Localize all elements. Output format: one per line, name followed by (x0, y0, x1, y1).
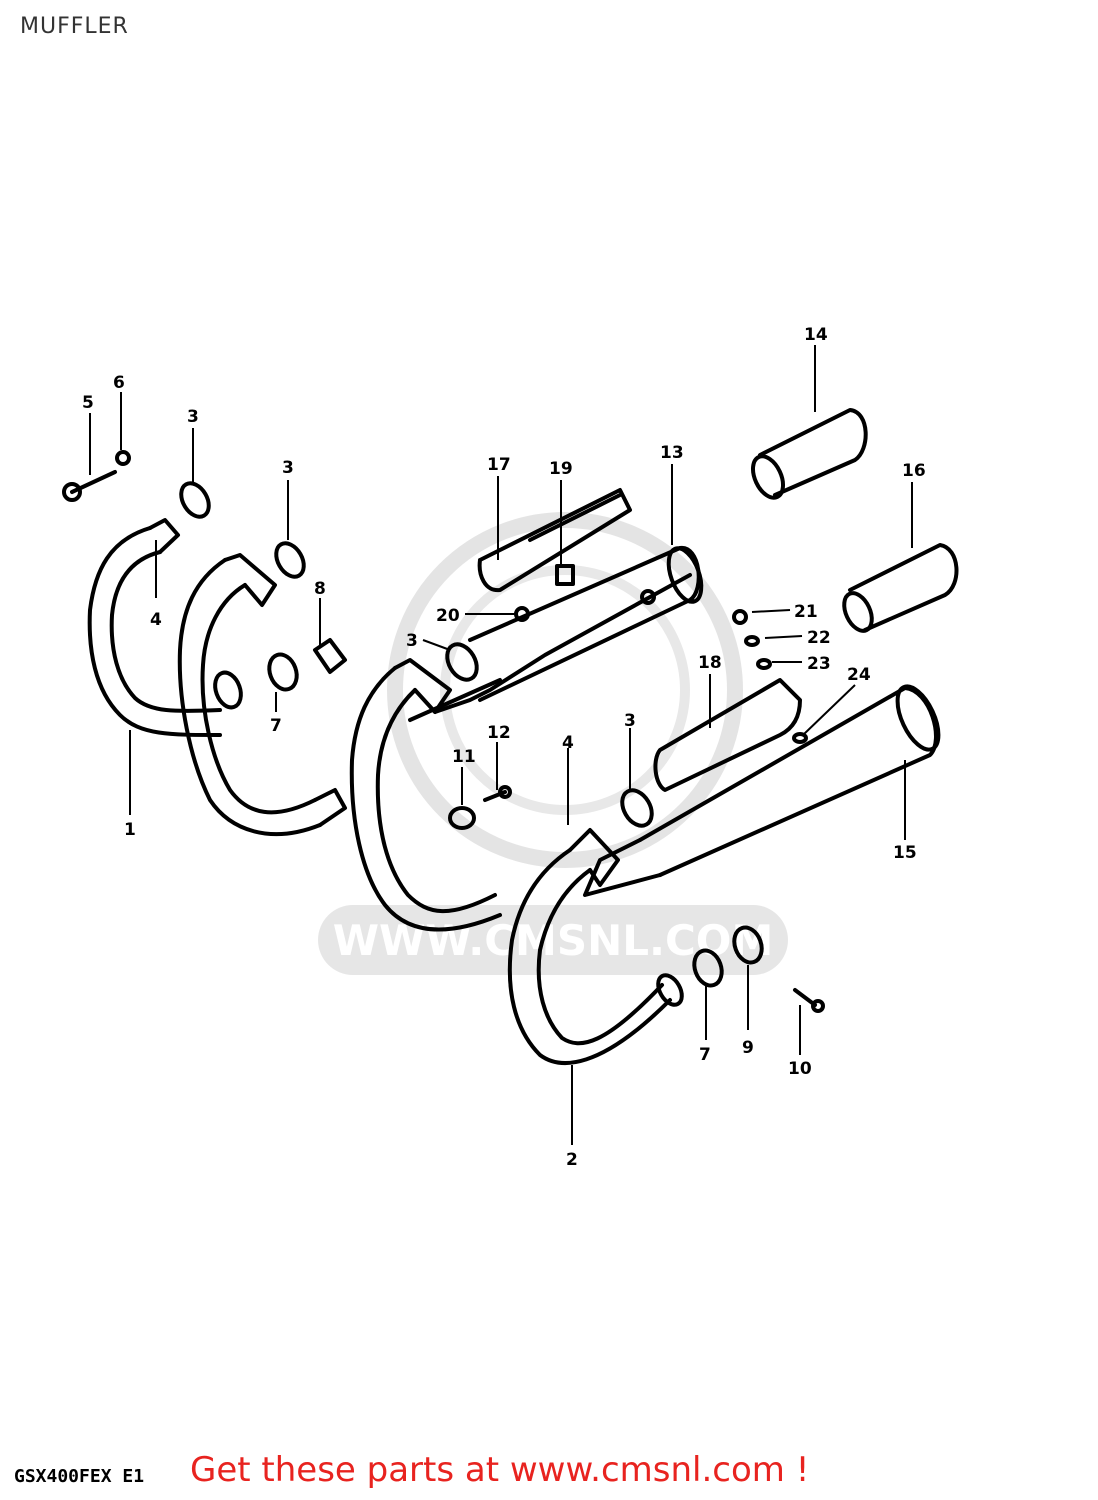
callout-label: 20 (436, 606, 460, 626)
exhaust-pipe-mid-right (349, 573, 692, 932)
washer-24 (792, 732, 808, 744)
clamp-9 (732, 925, 764, 965)
exhaust-pipe-2 (507, 828, 684, 1065)
model-code: GSX400FEX E1 (14, 1466, 144, 1487)
clamp-11 (448, 806, 476, 830)
callout-label: 3 (282, 458, 294, 478)
exhaust-pipe-mid-left (177, 553, 347, 837)
bolt-21 (732, 609, 748, 625)
callout-label: 21 (794, 602, 818, 622)
callout-label: 24 (847, 665, 871, 685)
washer-22 (744, 635, 760, 647)
gasket-3b (274, 541, 306, 579)
callout-label: 7 (699, 1045, 711, 1065)
bolt-5 (62, 470, 117, 502)
muffler-15 (583, 684, 941, 897)
callout-label: 8 (314, 579, 326, 599)
exhaust-pipe-1 (87, 518, 243, 737)
callout-label: 2 (566, 1150, 578, 1170)
heat-shield-17 (477, 488, 632, 593)
callout-label: 3 (187, 407, 199, 427)
callout-label: 14 (804, 325, 828, 345)
heat-shield-18 (653, 678, 802, 792)
watermark-text: WWW.CMSNL.COM (333, 916, 774, 965)
callout-label: 5 (82, 393, 94, 413)
callout-label: 3 (624, 711, 636, 731)
gasket-3a (179, 481, 211, 519)
callout-label: 15 (893, 843, 917, 863)
nut-6 (115, 450, 131, 466)
nut-23 (756, 658, 772, 670)
gasket-3c (445, 642, 479, 682)
callout-label: 13 (660, 443, 684, 463)
callout-label: 16 (902, 461, 926, 481)
callout-label: 4 (150, 610, 162, 630)
callout-label: 9 (742, 1038, 754, 1058)
callout-label: 18 (698, 653, 722, 673)
bracket-19 (555, 564, 575, 586)
bolt-10 (793, 988, 825, 1013)
bolt-12 (483, 785, 512, 802)
connector-7b (692, 948, 724, 988)
clamp-8 (313, 638, 347, 674)
callout-label: 17 (487, 455, 511, 475)
page-title: MUFFLER (20, 14, 129, 39)
callout-labels: 1 2 3 3 3 3 4 4 5 6 7 7 8 9 10 11 12 13 … (82, 325, 926, 1170)
bolt-20 (514, 606, 530, 622)
muffler-tip-14 (750, 408, 868, 500)
callout-label: 1 (124, 820, 136, 840)
muffler-13 (468, 545, 704, 702)
muffler-tip-16 (842, 543, 959, 633)
watermark: WWW.CMSNL.COM (318, 512, 788, 975)
callout-label: 22 (807, 628, 831, 648)
callout-label: 10 (788, 1059, 812, 1079)
callout-label: 11 (452, 747, 476, 767)
callout-label: 12 (487, 723, 511, 743)
callout-label: 7 (270, 716, 282, 736)
callout-label: 4 (562, 733, 574, 753)
promo-link[interactable]: Get these parts at www.cmsnl.com ! (190, 1450, 810, 1490)
connector-7a (267, 652, 299, 692)
callout-label: 23 (807, 654, 831, 674)
callout-label: 19 (549, 459, 573, 479)
callout-label: 3 (406, 631, 418, 651)
gasket-3d (620, 788, 654, 828)
leader-lines (89, 345, 913, 1145)
callout-label: 6 (113, 373, 125, 393)
